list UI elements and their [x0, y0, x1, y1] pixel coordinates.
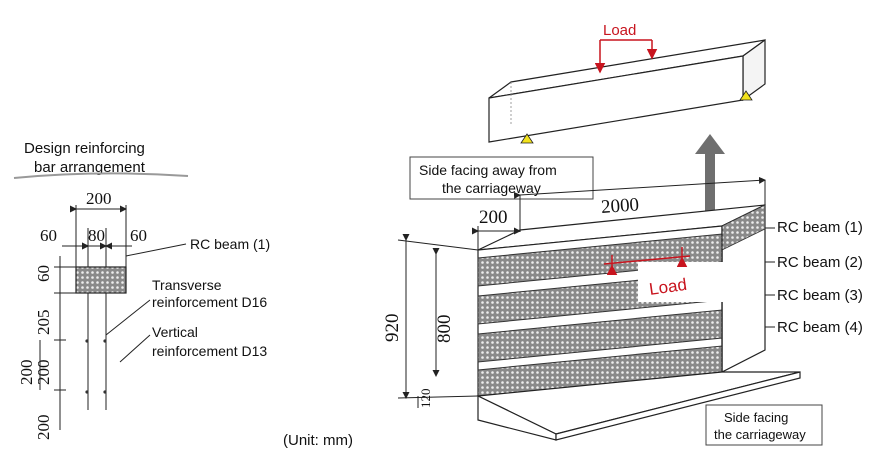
- rc-beam-label-3: RC beam (3): [777, 287, 863, 304]
- heading-underline: [13, 172, 189, 179]
- leader-transverse: [105, 299, 151, 336]
- support-right: [739, 90, 753, 101]
- dim-2000-line: [513, 176, 766, 199]
- bar-dot-4: [103, 390, 107, 394]
- dim-2000-label: 2000: [600, 194, 639, 218]
- left-rc-beam-label: RC beam (1): [190, 236, 270, 252]
- dim-v5-label: 200: [34, 415, 53, 441]
- load-top-label: Load: [603, 22, 636, 39]
- lift-arrow-shaft: [705, 150, 715, 248]
- dim-60-right-label: 60: [130, 226, 147, 245]
- rc-beam-label-1: RC beam (1): [777, 219, 863, 236]
- transverse-label-2: reinforcement D16: [152, 294, 267, 310]
- ext-920-bottom: [397, 395, 479, 399]
- lift-arrow-head: [695, 134, 725, 154]
- bar-dot-3: [85, 390, 89, 394]
- wall-footing-front: [555, 371, 801, 441]
- wall-load-box: [638, 262, 730, 302]
- dim-800-label: 800: [434, 315, 455, 344]
- beam-section: [75, 266, 127, 294]
- loaded-beam: Load: [488, 22, 766, 144]
- facing-side-line2: the carriageway: [714, 427, 806, 442]
- barrier-wall: [475, 204, 801, 441]
- dim-60-left-label: 60: [40, 226, 57, 245]
- bar-dot-2: [103, 339, 107, 343]
- vertical-label-1: Vertical: [152, 324, 198, 340]
- ext-920-top: [397, 239, 479, 251]
- dim-80-label: 80: [88, 226, 105, 245]
- leader-vertical: [119, 334, 151, 363]
- lift-arrow: [695, 134, 725, 248]
- rc-beam-label-2: RC beam (2): [777, 254, 863, 271]
- support-left: [520, 133, 534, 144]
- vertical-label-2: reinforcement D13: [152, 343, 267, 359]
- facing-side-box: [705, 404, 823, 446]
- unit-label: (Unit: mm): [283, 432, 353, 449]
- dim-920-label: 920: [382, 314, 403, 343]
- transverse-label-1: Transverse: [152, 277, 222, 293]
- bar-dot-1: [85, 339, 89, 343]
- wall-load-bar: [603, 255, 691, 265]
- section-heading-line1: Design reinforcing: [24, 140, 145, 157]
- leader-rc-beam: [125, 243, 187, 257]
- dim-200-label: 200: [86, 189, 112, 208]
- away-side-line2: the carriageway: [442, 180, 541, 196]
- dim-v3-label: 200: [34, 360, 53, 386]
- reinforcement-section: Design reinforcing bar arrangement 200 6…: [13, 140, 270, 441]
- dim-base-label: 120: [418, 389, 433, 409]
- dim-v2-label: 205: [34, 310, 53, 336]
- dim-200-wall-label: 200: [479, 207, 508, 228]
- rc-beam-label-4: RC beam (4): [777, 319, 863, 336]
- section-heading-line2: bar arrangement: [34, 159, 146, 176]
- away-side-line1: Side facing away from: [419, 162, 557, 178]
- dim-v4-label: 200: [17, 360, 36, 386]
- facing-side-line1: Side facing: [724, 410, 788, 425]
- dim-v1-label: 60: [34, 265, 53, 282]
